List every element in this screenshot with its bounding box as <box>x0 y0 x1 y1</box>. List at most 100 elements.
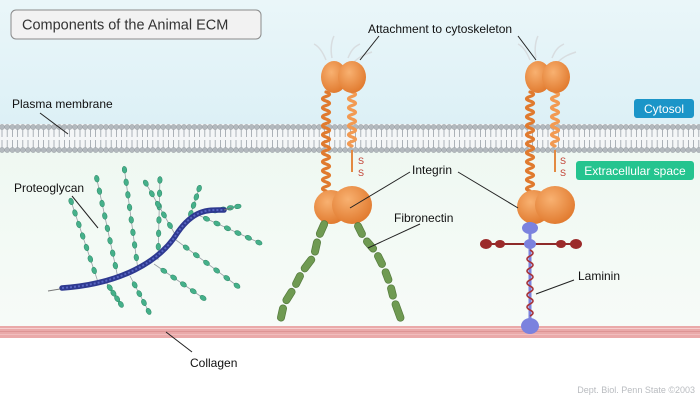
glycan-bead <box>170 274 177 281</box>
leader-integrin-right <box>457 171 519 209</box>
lipid-head <box>545 147 551 153</box>
lipid-head <box>638 124 645 130</box>
lipid-head <box>352 147 359 153</box>
lipid-head <box>155 147 161 153</box>
lipid-head <box>461 147 468 153</box>
lipid-head <box>670 147 676 153</box>
proteoglycan <box>47 165 263 315</box>
lipid-head <box>612 124 619 130</box>
cytoskeleton-filament <box>313 43 327 61</box>
lipid-head <box>649 147 655 153</box>
lipid-head <box>279 147 286 153</box>
fibronectin-domain <box>363 237 377 253</box>
laminin-g-domain <box>521 318 539 334</box>
fibronectin-domain <box>315 220 329 238</box>
lipid-head <box>425 124 432 130</box>
lipid-head <box>87 124 94 130</box>
lipid-head <box>456 147 463 153</box>
lipid-head <box>560 124 567 130</box>
lipid-head <box>581 124 588 130</box>
glycan-bead <box>133 253 139 262</box>
lipid-head <box>680 147 687 153</box>
lipid-head <box>508 124 515 130</box>
glycan-bead <box>193 252 200 259</box>
lipid-head <box>368 147 375 153</box>
lipid-head <box>35 147 42 153</box>
glycan-bead <box>99 199 105 208</box>
lipid-head <box>160 124 166 130</box>
lipid-head <box>477 124 484 130</box>
lipid-head <box>633 147 640 153</box>
glycan-bead <box>213 220 221 227</box>
lipid-head <box>40 124 47 130</box>
lipid-head <box>664 147 671 153</box>
lipid-head <box>383 147 390 153</box>
lipid-head <box>46 124 52 130</box>
lipid-head <box>134 124 140 130</box>
lipid-head <box>592 147 598 153</box>
lipid-head <box>404 124 411 130</box>
lipid-head <box>144 147 151 153</box>
integrin-cytoplasmic-head-beta <box>542 61 570 93</box>
lipid-head <box>238 124 244 130</box>
integrin-right: S S <box>517 35 577 224</box>
proteoglycan-branches <box>68 165 263 315</box>
laminin-globule-blue <box>524 239 536 249</box>
lipid-head <box>30 147 37 153</box>
lipid-head <box>129 124 135 130</box>
lipid-head <box>103 147 109 153</box>
lipid-head <box>285 147 291 153</box>
lipid-head <box>357 147 364 153</box>
lipid-head <box>409 147 416 153</box>
lipid-head <box>269 124 276 130</box>
lipid-head <box>207 147 213 153</box>
proteoglycan-core-end <box>223 207 233 211</box>
cytosol-label: Cytosol <box>644 102 684 116</box>
glycan-bead <box>155 200 161 208</box>
lipid-head <box>9 124 16 130</box>
lipid-head <box>508 147 515 153</box>
lipid-head <box>581 147 588 153</box>
lipid-head <box>316 147 323 153</box>
lipid-head <box>690 147 697 153</box>
lipid-head <box>409 124 416 130</box>
lipid-head <box>82 147 88 153</box>
lipid-head <box>259 124 265 130</box>
below-membrane-region <box>0 338 700 400</box>
glycan-bead <box>234 230 242 236</box>
glycan-bead <box>128 216 134 224</box>
lipid-head <box>670 124 676 130</box>
lipid-head <box>482 124 489 130</box>
fibronectin <box>277 220 405 322</box>
lipid-head <box>576 147 583 153</box>
lipid-head <box>472 147 479 153</box>
lipid-head <box>571 124 577 130</box>
lipid-head <box>503 124 510 130</box>
lipid-head <box>435 124 442 130</box>
lipid-head <box>415 147 421 153</box>
lipid-head <box>108 147 114 153</box>
lipid-head <box>46 147 52 153</box>
lipid-head <box>514 124 520 130</box>
lipid-head <box>66 124 73 130</box>
lipid-head <box>4 124 10 130</box>
lipid-head <box>233 147 239 153</box>
lipid-head <box>201 147 208 153</box>
lipid-head <box>82 124 88 130</box>
glycan-bead <box>244 235 252 241</box>
lipid-head <box>305 124 312 130</box>
lipid-head <box>279 124 286 130</box>
lipid-head <box>545 124 551 130</box>
extracellular-space-label: Extracellular space <box>584 164 686 178</box>
glycan-bead <box>91 266 97 275</box>
integrin-cytoplasmic-head-beta <box>338 61 366 93</box>
fibronectin-domain <box>282 287 296 305</box>
glycan-bead <box>199 295 207 301</box>
lipid-head <box>56 147 63 153</box>
lipid-head <box>300 147 307 153</box>
integrin-extracellular-head-beta <box>535 186 575 224</box>
lipid-head <box>498 147 505 153</box>
lipid-head <box>40 147 47 153</box>
glycan-bead <box>234 203 242 210</box>
